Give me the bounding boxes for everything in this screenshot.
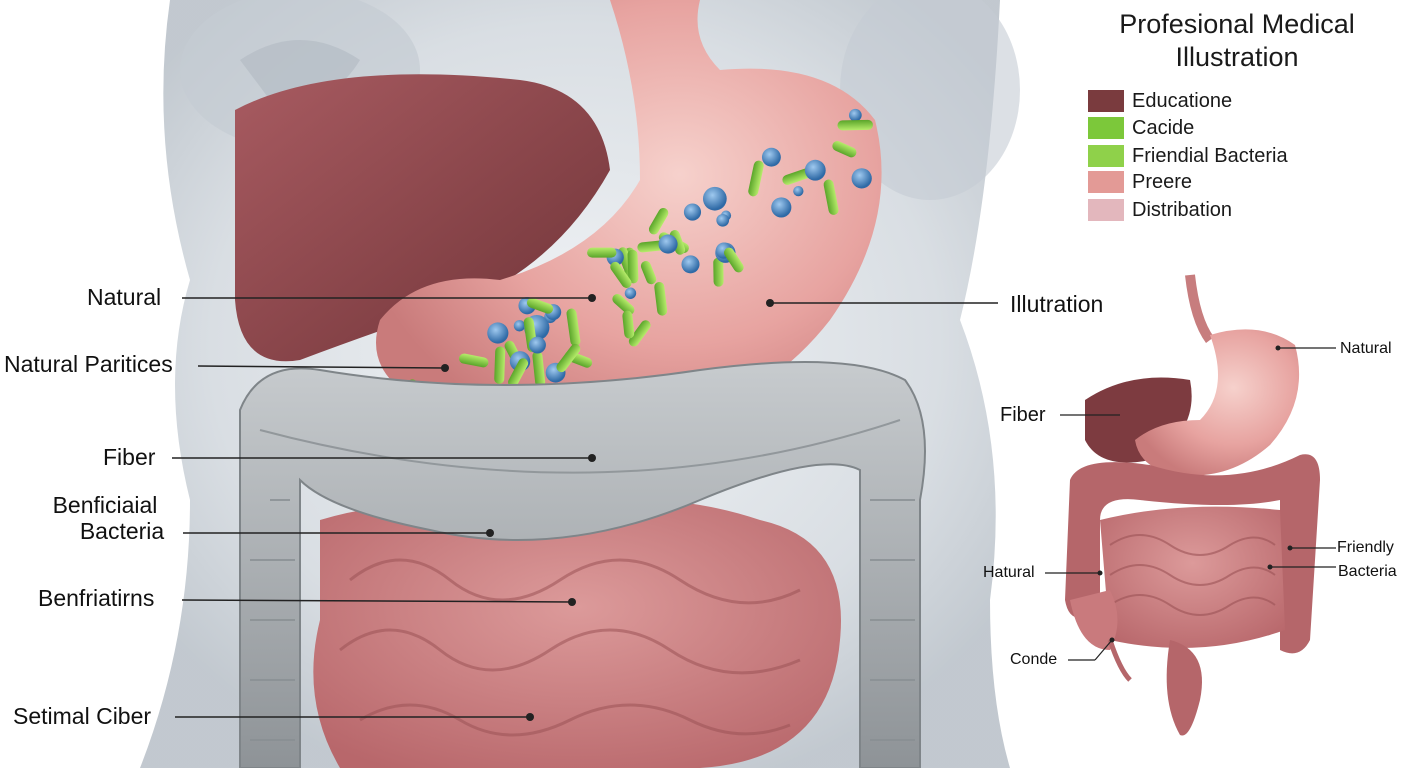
legend-item-educatione: Educatione (1088, 89, 1232, 113)
legend-item-preere: Preere (1088, 170, 1192, 194)
label-setimal-ciber: Setimal Ciber (13, 703, 152, 729)
legend-label: Distribation (1132, 198, 1233, 221)
legend-label: Educatione (1132, 89, 1233, 112)
legend-item-friendial-bacteria: Friendial Bacteria (1088, 144, 1288, 168)
colon (239, 361, 926, 768)
bacterium-rod (526, 297, 554, 314)
bacterium-rod (627, 249, 639, 284)
legend-swatch (1088, 171, 1124, 193)
inset-label-bacteria: Bacteria (1338, 563, 1397, 580)
bacterium-rod (622, 310, 635, 339)
bacterium-rod (648, 207, 669, 235)
bacterium-rod (532, 351, 546, 388)
legend-swatch (1088, 90, 1124, 112)
legend-item-distribation: Distribation (1088, 198, 1232, 222)
bacterium-coccus (683, 203, 702, 221)
bacterium-coccus (804, 159, 826, 181)
label-natural-particles: Natural Paritices (4, 351, 173, 377)
inset-digestive-diagram (1065, 274, 1320, 736)
bacterium-rod (508, 358, 529, 388)
bacterium-coccus (851, 168, 872, 189)
bacterium-rod (612, 293, 635, 315)
bacterium-coccus (681, 255, 700, 274)
inset-label-fiber: Fiber (1000, 404, 1046, 426)
bacterium-rod (832, 141, 857, 158)
bacterium-rod (556, 343, 581, 373)
label-beneficial-line2: Bacteria (79, 518, 165, 545)
label-natural: Natural (87, 284, 162, 310)
bacterium-rod (837, 119, 873, 131)
legend-label: Cacide (1132, 116, 1195, 139)
bacterium-rod (823, 179, 839, 215)
legend-title-line2: Illustration (1175, 42, 1299, 72)
inset-label-natural: Natural (1340, 340, 1392, 357)
legend-label: Friendial Bacteria (1132, 144, 1288, 167)
bacterium-coccus (624, 287, 637, 299)
label-benfriatirns: Benfriatirns (38, 585, 155, 611)
bacterium-rod (628, 320, 651, 347)
bacterium-coccus (848, 108, 862, 122)
intestine-folds (339, 558, 801, 737)
bacterium-coccus (761, 147, 781, 167)
label-illustration: Illutration (1010, 291, 1104, 317)
bacterium-rod (610, 261, 632, 288)
bacterium-coccus (716, 213, 730, 227)
label-beneficial-bacteria: Benficiaial Bacteria (40, 492, 170, 545)
bacterium-rod (640, 260, 657, 285)
small-intestine (313, 500, 841, 768)
inset-leader-lines (1045, 347, 1336, 661)
bacterium-rod (669, 230, 686, 255)
bacterium-rod (724, 247, 744, 273)
inset-leader-dots (1097, 345, 1293, 643)
bacterium-rod (587, 247, 617, 258)
bacterium-coccus (529, 336, 546, 354)
inset-label-hatural: Hatural (983, 564, 1035, 581)
liver (235, 74, 610, 362)
bacterium-rod (654, 281, 668, 316)
bacterium-rod (713, 257, 724, 287)
bacterium-coccus (702, 186, 727, 211)
inset-label-conde: Conde (1010, 651, 1058, 668)
bacterium-coccus (658, 234, 678, 254)
legend-item-cacide: Cacide (1088, 116, 1194, 140)
legend-title-line1: Profesional Medical (1119, 9, 1355, 39)
bacterium-rod (494, 346, 506, 384)
legend-label: Preere (1132, 170, 1193, 193)
bacterium-rod (748, 160, 764, 197)
legend-title: Profesional Medical Illustration (1087, 8, 1387, 74)
inset-label-friendly: Friendly (1337, 539, 1394, 556)
leader-dots (441, 294, 774, 721)
label-beneficial-line1: Benficiaial (52, 492, 158, 518)
bacterium-coccus (771, 197, 792, 218)
colon-haustra (250, 419, 915, 741)
bacterium-rod (458, 353, 489, 368)
legend-swatch (1088, 199, 1124, 221)
bacterium-rod (566, 308, 581, 347)
label-fiber: Fiber (103, 444, 156, 470)
legend-swatch (1088, 117, 1124, 139)
legend-swatch (1088, 145, 1124, 167)
bacterium-coccus (487, 322, 509, 344)
bacterium-coccus (793, 185, 804, 197)
bacterium-coccus (513, 320, 526, 332)
leader-lines (172, 297, 998, 718)
